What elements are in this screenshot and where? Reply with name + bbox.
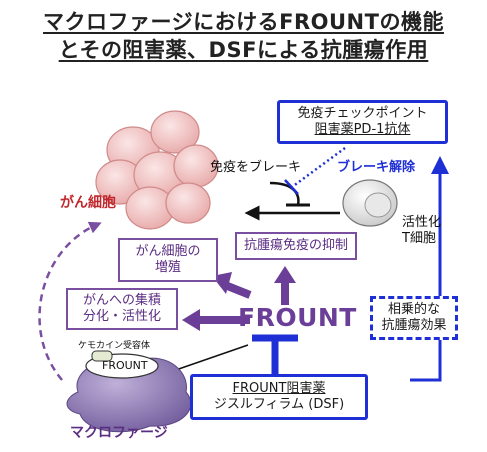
synergy-line-1: 相乗的な: [387, 301, 440, 317]
dsf-line-2: ジスルフィラム (DSF): [213, 397, 345, 412]
synergy-box: 相乗的な 抗腫瘍効果: [370, 296, 458, 340]
frount-in-cell-label: FROUNT: [102, 359, 148, 372]
accumulation-line-1: がんへの集積: [82, 292, 161, 308]
activated-line-2: T細胞: [402, 231, 436, 247]
chemokine-receptor-label: ケモカイン受容体: [78, 341, 151, 351]
checkpoint-line-1: 免疫チェックポイント: [297, 105, 428, 121]
cancer-cell-cluster: [95, 110, 219, 230]
proliferation-box: がん細胞の 増殖: [118, 238, 218, 282]
activated-line-1: 活性化: [402, 215, 442, 230]
macrophage-label: マクロファージ: [70, 425, 168, 441]
synergy-line-2: 抗腫瘍効果: [381, 318, 447, 333]
immune-brake-label: 免疫をブレーキ: [210, 160, 302, 175]
checkpoint-inhibitor-box: 免疫チェックポイント 阻害薬PD-1抗体: [277, 100, 448, 144]
proliferation-line-2: 増殖: [154, 260, 181, 275]
checkpoint-line-2: 阻害薬PD-1抗体: [314, 122, 411, 137]
t-cell: [342, 179, 398, 227]
title-line-2: とその阻害薬、DSFによる抗腫瘍作用: [58, 38, 429, 62]
dsf-inhibitor-box: FROUNT阻害薬 ジスルフィラム (DSF): [190, 374, 368, 420]
immune-suppression-box: 抗腫瘍免疫の抑制: [235, 232, 357, 260]
accumulation-line-2: 分化・活性化: [82, 309, 161, 324]
accumulation-box: がんへの集積 分化・活性化: [66, 288, 178, 330]
title-line-1: マクロファージにおけるFROUNTの機能: [43, 10, 444, 34]
dsf-line-1: FROUNT阻害薬: [232, 380, 326, 396]
suppression-label: 抗腫瘍免疫の抑制: [243, 237, 348, 253]
brake-release-label: ブレーキ解除: [337, 160, 416, 175]
macrophage-cell: [66, 350, 192, 433]
proliferation-line-1: がん細胞の: [135, 243, 201, 259]
activated-t-cell-label: 活性化 T細胞: [402, 215, 441, 248]
cancer-cell-label: がん細胞: [60, 195, 116, 211]
frount-label: FROUNT: [238, 303, 357, 332]
